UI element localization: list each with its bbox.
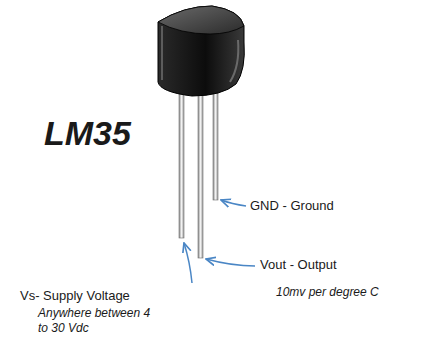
- vout-leader: [206, 259, 255, 266]
- gnd-lead: [213, 85, 218, 200]
- gnd-leader: [221, 200, 246, 206]
- vs-lead: [179, 85, 184, 238]
- transistor-leads: [179, 85, 218, 258]
- part-name: LM35: [44, 112, 131, 155]
- note-text: Anywhere between 4 to 30 Vdc: [38, 306, 157, 336]
- leader-arrows: [184, 200, 255, 283]
- vs-leader: [184, 243, 192, 283]
- pin-name: Vs- Supply Voltage: [20, 288, 130, 304]
- vout-lead: [198, 88, 203, 258]
- note-text: 10mv per degree C: [276, 285, 379, 300]
- pin-name: GND - Ground: [250, 198, 334, 214]
- to92-body: [158, 6, 244, 96]
- pin-name: Vout - Output: [260, 257, 337, 273]
